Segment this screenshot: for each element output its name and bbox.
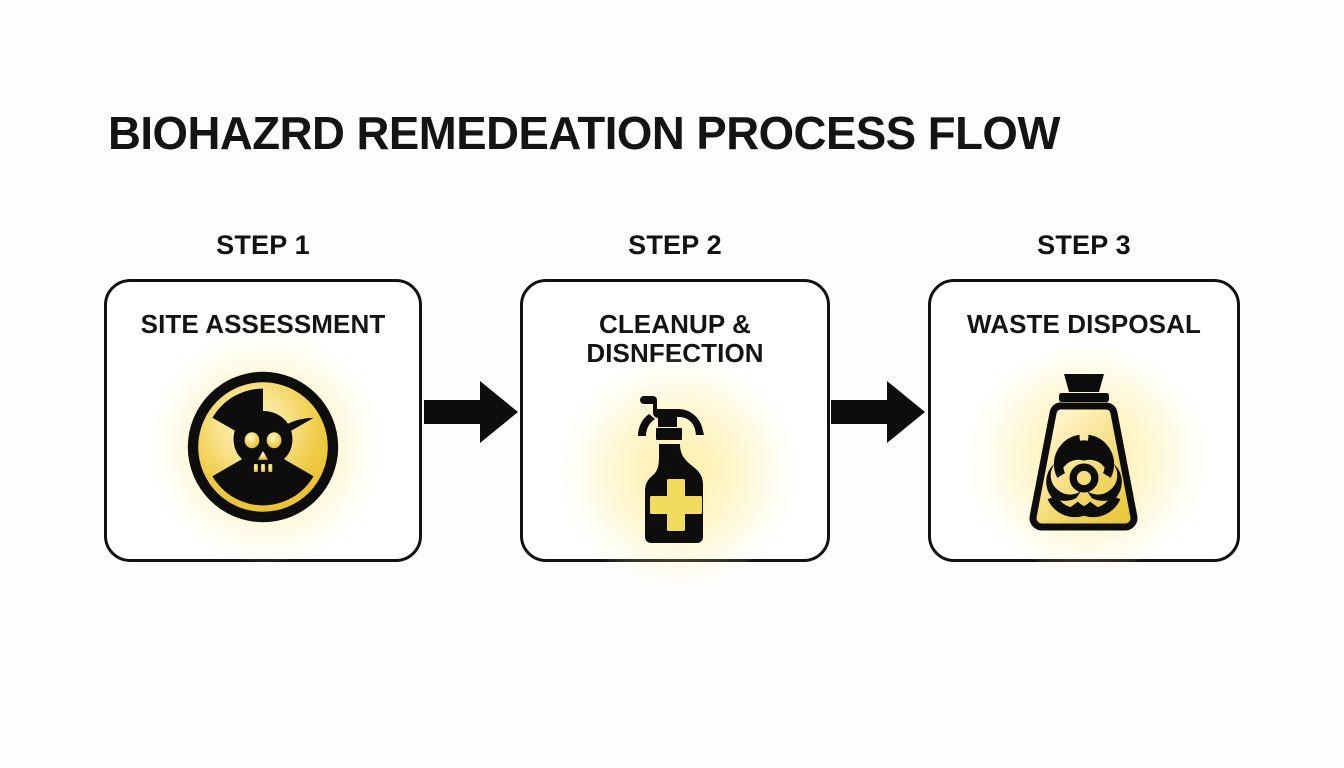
arrow-step1-to-step2 [424,381,518,448]
page-title: BIOHAZRD REMEDEATION PROCESS FLOW [108,107,1060,159]
step-2-label: STEP 2 [628,230,722,260]
step-1-icon-area [107,332,419,562]
step-2-card-title-line2: DISNFECTION [586,338,764,369]
step-3-icon-area [931,346,1237,571]
step-3-card[interactable]: WASTE DISPOSAL [928,279,1240,571]
biohazard-waste-bag-icon [1029,373,1138,530]
step-1-card[interactable]: SITE ASSESSMENT [104,279,422,562]
step-3-label: STEP 3 [1037,230,1131,260]
right-arrow-icon [831,381,925,443]
step-2-card-title-line1: CLEANUP & [598,309,752,339]
right-arrow-icon [424,381,518,443]
step-2-icon-area [523,359,827,584]
spray-bottle-icon [638,395,704,543]
step-1-label: STEP 1 [216,230,310,260]
step-1-card-title: SITE ASSESSMENT [140,309,386,339]
arrow-step2-to-step3 [831,381,925,448]
step-2-card-title: CLEANUP & DISNFECTION [523,309,827,369]
step-3-card-title: WASTE DISPOSAL [967,309,1201,339]
radiation-skull-icon [187,371,339,523]
step-2-card[interactable]: CLEANUP & DISNFECTION [520,279,830,584]
